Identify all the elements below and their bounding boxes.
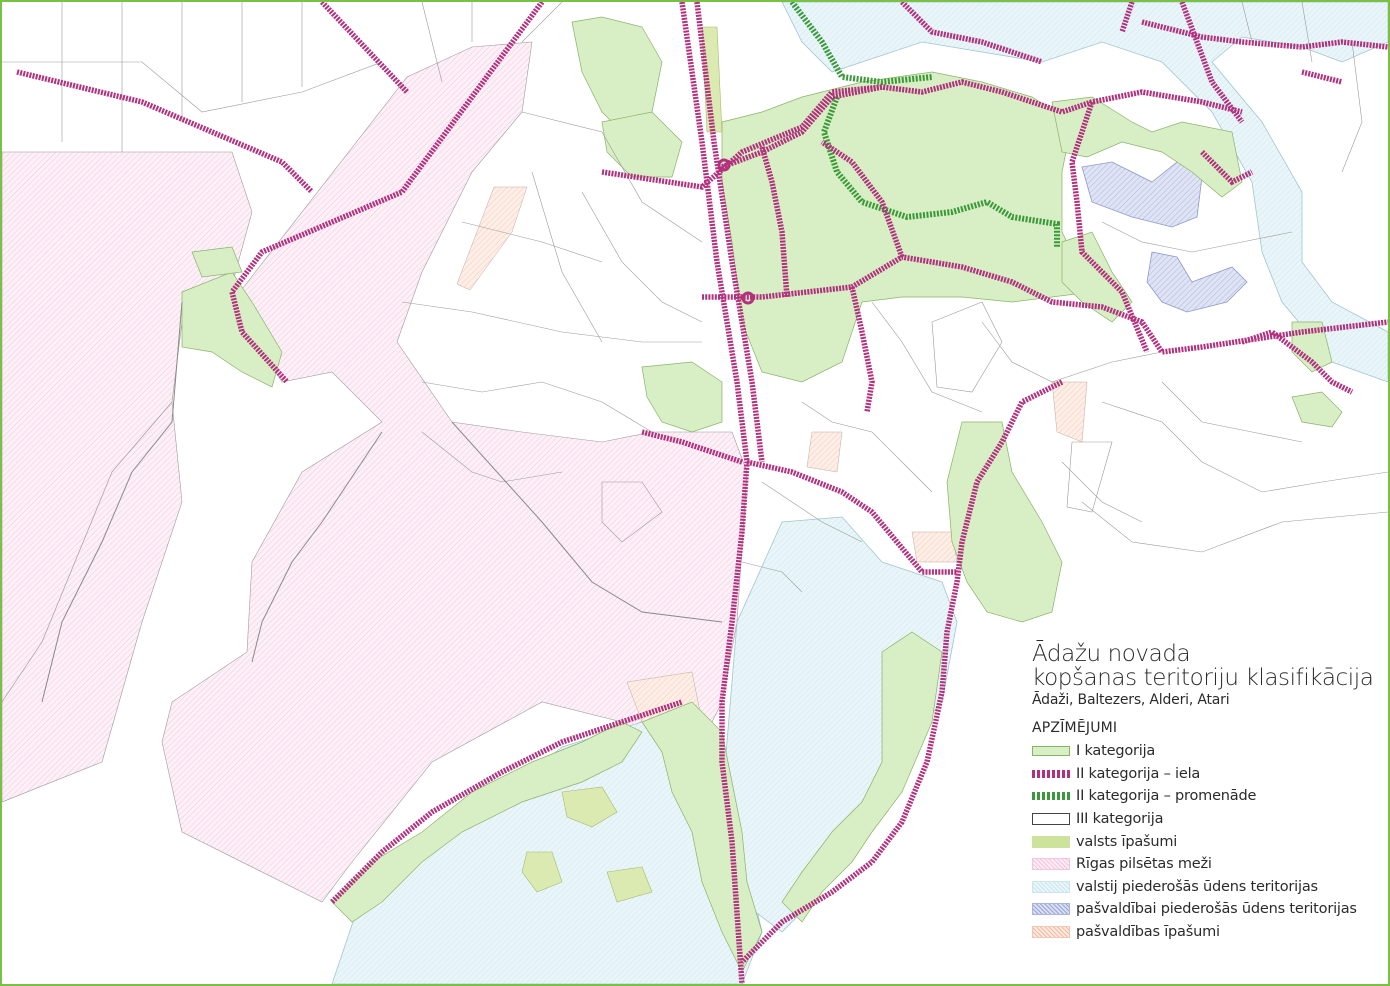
promenade-swatch (1032, 792, 1070, 801)
legend-label: valsts īpašumi (1076, 833, 1178, 850)
legend-label: pašvaldības īpašumi (1076, 924, 1220, 941)
state-property-swatch (1032, 835, 1070, 848)
legend-item-category-2-promenade: II kategorija – promenāde (1032, 785, 1388, 808)
category-1-areas (181, 16, 1343, 973)
legend-item-municipal-property: pašvaldības īpašumi (1032, 921, 1388, 944)
street-swatch (1032, 769, 1070, 778)
legend-item-state-property: valsts īpašumi (1032, 830, 1388, 853)
map-title-line2: kopšanas teritoriju klasifikācija (1032, 665, 1374, 691)
legend-item-municipal-water: pašvaldībai piederošās ūdens teritorijas (1032, 898, 1388, 921)
category-1-swatch (1032, 746, 1070, 757)
municipal-property-swatch (1032, 926, 1070, 939)
legend-item-category-3: III kategorija (1032, 808, 1388, 831)
promenade-line (789, 2, 1060, 247)
map-subtitle: Ādaži, Baltezers, Alderi, Atari (1032, 692, 1230, 708)
legend-item-category-1: I kategorija (1032, 740, 1388, 763)
municipal-water-swatch (1032, 903, 1070, 916)
parcel-lines (2, 2, 1388, 593)
legend-label: I kategorija (1076, 743, 1156, 760)
legend-label: III kategorija (1076, 811, 1164, 828)
roundabouts (717, 158, 755, 305)
state-water-swatch (1032, 880, 1070, 893)
category-3-swatch (1032, 813, 1070, 826)
boundary-lines (41, 301, 723, 703)
legend-item-riga-forests: Rīgas pilsētas meži (1032, 853, 1388, 876)
legend-item-state-water: valstij piederošās ūdens teritorijas (1032, 876, 1388, 899)
legend-label: Rīgas pilsētas meži (1076, 856, 1212, 873)
legend-heading: APZĪMĒJUMI (1032, 720, 1118, 736)
legend-label: valstij piederošās ūdens teritorijas (1076, 878, 1318, 895)
map-title-line1: Ādažu novada (1032, 641, 1191, 667)
street-lines (16, 2, 1388, 984)
legend-label: II kategorija – iela (1076, 765, 1201, 782)
legend-label: pašvaldībai piederošās ūdens teritorijas (1076, 901, 1357, 918)
map-legend: Ādažu novada kopšanas teritoriju klasifi… (1032, 641, 1388, 944)
legend-item-category-2-street: II kategorija – iela (1032, 763, 1388, 786)
legend-list: I kategorija II kategorija – iela II kat… (1032, 740, 1388, 944)
legend-label: II kategorija – promenāde (1076, 788, 1257, 805)
riga-forests-swatch (1032, 858, 1070, 871)
